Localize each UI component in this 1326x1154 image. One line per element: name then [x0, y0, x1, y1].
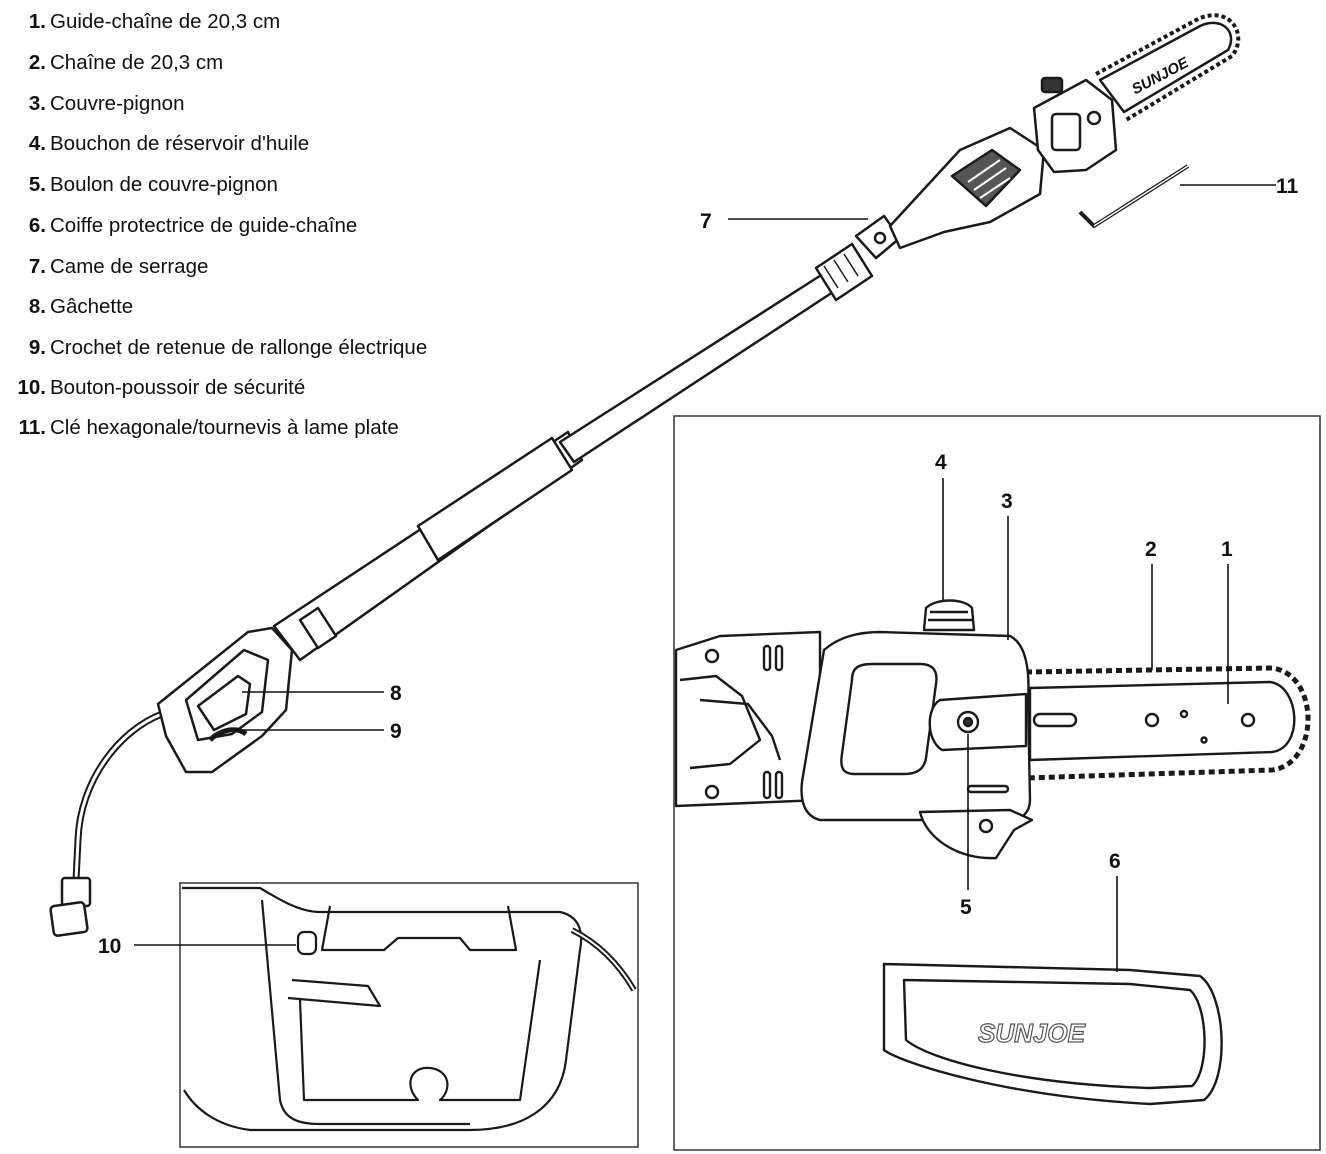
part-name: Guide-chaîne de 20,3 cm — [50, 10, 281, 33]
part-name: Gâchette — [50, 295, 134, 318]
part-name: Crochet de retenue de rallonge électriqu… — [50, 336, 428, 359]
part-item: 8.Gâchette — [8, 295, 133, 319]
pole-grip — [416, 436, 574, 562]
hex-key-tool — [1078, 164, 1190, 228]
part-item: 5.Boulon de couvre-pignon — [8, 173, 278, 197]
saw-chain-detail — [1025, 665, 1311, 781]
callout-6: 6 — [1109, 850, 1121, 873]
part-name: Clé hexagonale/tournevis à lame plate — [50, 416, 399, 439]
part-item: 10.Bouton-poussoir de sécurité — [8, 376, 306, 400]
part-number: 8. — [28, 295, 46, 318]
callout-5: 5 — [960, 896, 972, 919]
part-item: 2.Chaîne de 20,3 cm — [8, 51, 223, 75]
callout-8: 8 — [390, 682, 402, 705]
part-name: Came de serrage — [50, 255, 209, 278]
callout-1: 1 — [1221, 538, 1233, 561]
part-number: 4. — [28, 132, 46, 155]
part-item: 4.Bouchon de réservoir d'huile — [8, 132, 309, 156]
part-item: 6.Coiffe protectrice de guide-chaîne — [8, 214, 357, 238]
power-cord — [72, 710, 164, 881]
part-item: 3.Couvre-pignon — [8, 92, 185, 116]
oil-cap — [1040, 76, 1064, 94]
part-number: 9. — [28, 336, 46, 359]
part-item: 11.Clé hexagonale/tournevis à lame plate — [8, 416, 399, 440]
oil-cap-detail — [922, 599, 976, 632]
part-number: 1. — [28, 10, 46, 33]
part-item: 9.Crochet de retenue de rallonge électri… — [8, 336, 427, 360]
part-number: 11. — [18, 416, 46, 439]
part-name: Coiffe protectrice de guide-chaîne — [50, 214, 358, 237]
part-number: 6. — [28, 214, 46, 237]
inset-handle-detail: 10 — [98, 882, 639, 1148]
part-name: Chaîne de 20,3 cm — [50, 51, 224, 74]
sheath-brand-logo: SUNJOE — [978, 1018, 1086, 1048]
part-item: 1.Guide-chaîne de 20,3 cm — [8, 10, 280, 34]
part-number: 2. — [28, 51, 46, 74]
part-number: 10. — [17, 376, 47, 399]
leader-lines-main — [234, 184, 1276, 731]
callout-2: 2 — [1145, 538, 1157, 561]
part-number: 3. — [28, 92, 46, 115]
pole-collar — [814, 242, 874, 302]
callout-10: 10 — [98, 935, 121, 958]
part-name: Bouton-poussoir de sécurité — [50, 376, 306, 399]
safety-lock-button — [296, 930, 318, 956]
inset-saw-head-detail: SUNJOE 4 3 2 1 5 6 — [673, 415, 1321, 1151]
pole-saw-assembly: SUNJOE — [49, 13, 1241, 937]
callout-7: 7 — [700, 210, 712, 233]
bar-sheath — [882, 962, 1223, 1106]
part-number: 5. — [28, 173, 46, 196]
callout-9: 9 — [390, 720, 402, 743]
callout-11: 11 — [1276, 175, 1299, 198]
part-name: Couvre-pignon — [50, 92, 185, 115]
part-number: 7. — [28, 255, 46, 278]
part-name: Boulon de couvre-pignon — [50, 173, 278, 196]
saw-chain — [1095, 13, 1241, 122]
callout-3: 3 — [1001, 490, 1013, 513]
callout-4: 4 — [935, 451, 947, 474]
guide-bar — [1098, 21, 1233, 114]
part-name: Bouchon de réservoir d'huile — [50, 132, 310, 155]
part-item: 7.Came de serrage — [8, 255, 209, 279]
